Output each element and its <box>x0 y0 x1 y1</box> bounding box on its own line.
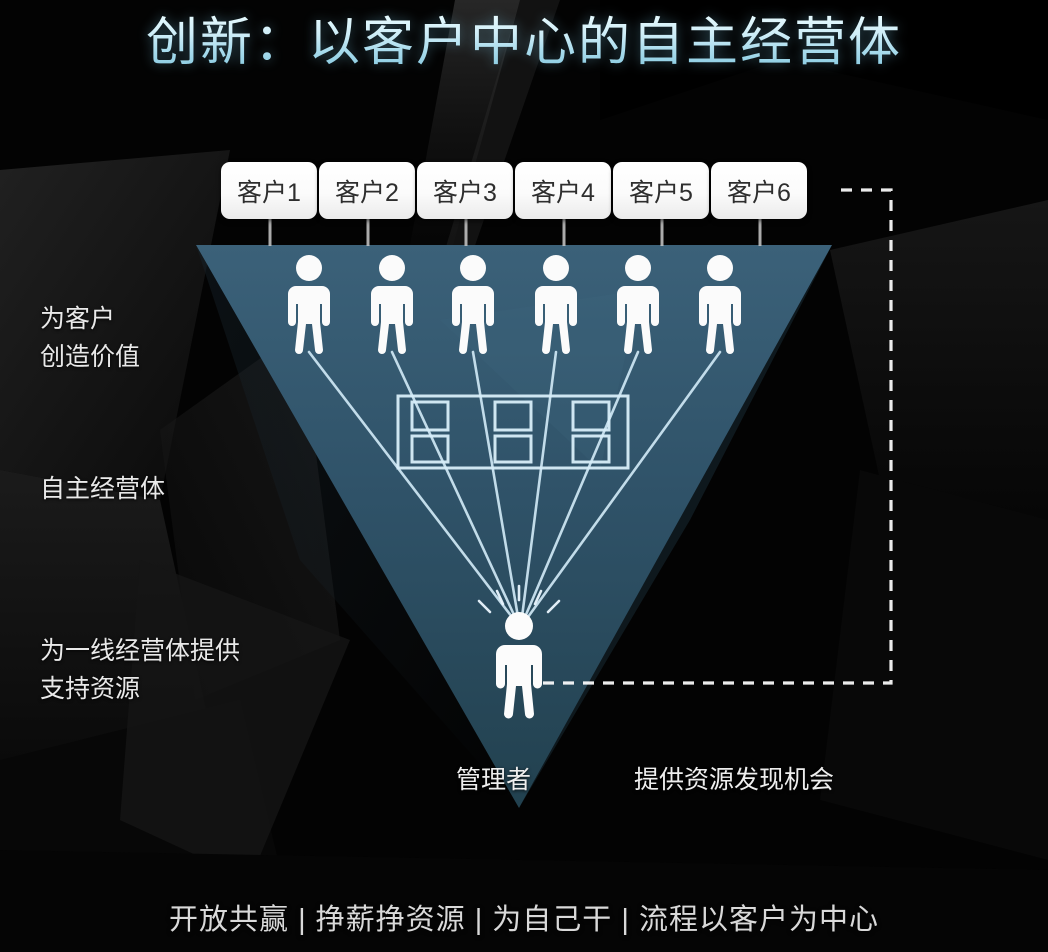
customer-box-label: 客户1 <box>237 178 301 207</box>
footer-slogan: 开放共赢 | 挣薪挣资源 | 为自己干 | 流程以客户为中心 <box>169 904 879 936</box>
customer-box-4[interactable]: 客户4 <box>515 162 611 219</box>
page-title: 创新：以客户中心的自主经营体 <box>0 12 1048 74</box>
customer-box-2[interactable]: 客户2 <box>319 162 415 219</box>
customer-box-label: 客户4 <box>531 178 595 207</box>
label-support-resources: 为一线经营体提供 支持资源 <box>40 637 241 703</box>
customer-box-label: 客户5 <box>629 178 693 207</box>
label-provide-resource-opportunity: 提供资源发现机会 <box>634 766 835 794</box>
customer-box-label: 客户2 <box>335 178 399 207</box>
customer-box-3[interactable]: 客户3 <box>417 162 513 219</box>
customer-box-5[interactable]: 客户5 <box>613 162 709 219</box>
customer-box-1[interactable]: 客户1 <box>221 162 317 219</box>
customer-box-label: 客户6 <box>727 178 791 207</box>
label-manager: 管理者 <box>456 766 532 794</box>
customer-box-6[interactable]: 客户6 <box>711 162 807 219</box>
customer-box-label: 客户3 <box>433 178 497 207</box>
label-autonomous-unit: 自主经营体 <box>40 475 166 503</box>
customer-box-row: 客户1 客户2 客户3 客户4 客户5 客户6 <box>221 162 807 219</box>
label-create-value-for-customer: 为客户 创造价值 <box>40 305 141 371</box>
